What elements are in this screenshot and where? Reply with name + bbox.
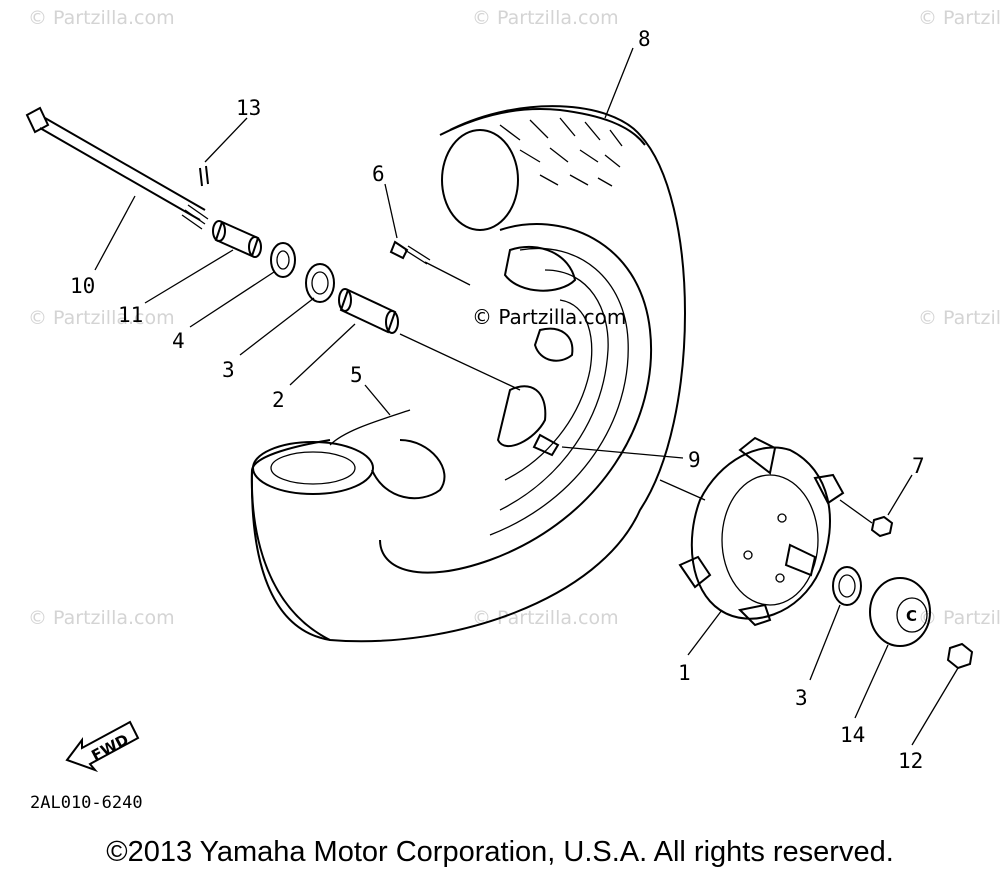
- gear-unit-14-illustration: C: [869, 577, 931, 647]
- bearing-3-lower-illustration: [832, 566, 862, 606]
- callout-7: 7: [912, 454, 925, 478]
- callout-4: 4: [172, 329, 185, 353]
- bearing-3-illustration: [305, 263, 335, 303]
- watermark: © Partzilla.com: [28, 7, 175, 29]
- diagram-code: 2AL010-6240: [30, 793, 143, 813]
- leader-lines: [94, 47, 959, 746]
- tire-wheel-illustration: [250, 105, 686, 643]
- callout-6: 6: [372, 162, 385, 186]
- callout-12: 12: [898, 749, 923, 773]
- watermark: © Partzilla.com: [28, 307, 175, 329]
- copyright-notice: ©2013 Yamaha Motor Corporation, U.S.A. A…: [106, 836, 894, 868]
- watermark: © Partzilla.com: [472, 7, 619, 29]
- watermark: © Partzilla.com: [918, 307, 1000, 329]
- callout-5: 5: [350, 363, 363, 387]
- oil-seal-4-illustration: [270, 242, 296, 278]
- watermark: © Partzilla.com: [472, 305, 626, 329]
- callout-3: 3: [222, 358, 235, 382]
- callout-8: 8: [638, 27, 651, 51]
- callout-11: 11: [118, 303, 143, 327]
- callout-14: 14: [840, 723, 865, 747]
- pin-13-illustration: [199, 165, 209, 187]
- watermarks: © Partzilla.com © Partzilla.com © Partzi…: [28, 7, 1000, 629]
- collar-11-illustration: [212, 220, 262, 258]
- spacer-2-illustration: [338, 288, 399, 334]
- svg-text:C: C: [906, 607, 917, 625]
- callout-10: 10: [70, 274, 95, 298]
- watermark: © Partzilla.com: [28, 607, 175, 629]
- callout-1: 1: [678, 661, 691, 685]
- watermark: © Partzilla.com: [472, 607, 619, 629]
- watermark: © Partzilla.com: [918, 607, 1000, 629]
- callout-2: 2: [272, 388, 285, 412]
- watermark: © Partzilla.com: [918, 7, 1000, 29]
- hub-1-illustration: [678, 436, 845, 627]
- callout-13: 13: [236, 96, 261, 120]
- axle-illustration: [25, 106, 209, 230]
- callout-3-lower: 3: [795, 686, 808, 710]
- fwd-label: FWD: [88, 730, 131, 764]
- forward-arrow-icon: FWD: [65, 720, 140, 773]
- nut-7-illustration: [870, 515, 894, 538]
- callout-9: 9: [688, 448, 701, 472]
- callouts: 8 13 6 10 11 4 3 2 5 9 7 1 3 14 12: [70, 27, 925, 773]
- nut-12-illustration: [946, 642, 974, 670]
